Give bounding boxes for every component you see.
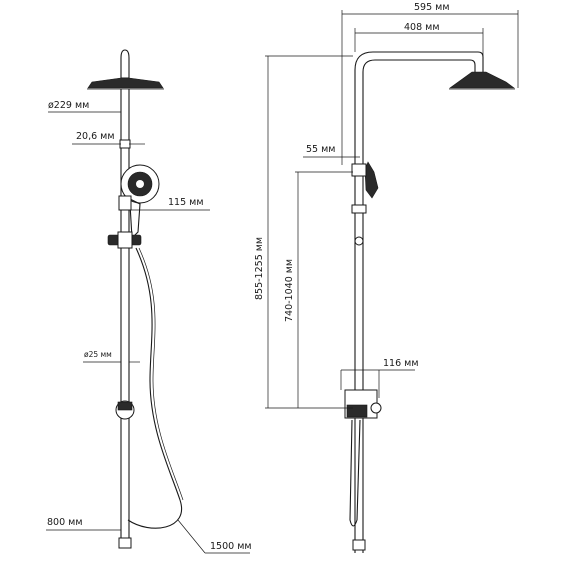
arm-reach-label: 408 мм: [404, 22, 440, 33]
side-dimensions: 595 мм 408 мм 55 мм 855-1255 мм 740-1040…: [254, 2, 519, 409]
front-hose: [127, 247, 183, 529]
lower-pipe-length-label: 800 мм: [47, 517, 83, 528]
side-shower-head: [449, 71, 515, 89]
holder-offset-label: 55 мм: [306, 144, 335, 155]
pipe-diameter-label: ø25 мм: [84, 350, 112, 359]
side-shower-arm: [354, 51, 484, 390]
arm-diameter-label: 20,6 мм: [76, 131, 115, 142]
mixer-depth-label: 116 мм: [383, 358, 419, 369]
front-shower-head: [87, 77, 164, 89]
overall-reach-label: 595 мм: [414, 2, 450, 13]
head-diameter-label: ø229 мм: [48, 100, 89, 111]
hand-shower-length-label: 115 мм: [168, 197, 204, 208]
side-hand-shower: [364, 161, 379, 199]
front-riser-top: [120, 49, 130, 79]
front-dimensions: ø229 мм 20,6 мм 115 мм ø25 мм 800 мм 150…: [46, 100, 252, 554]
holder-height-label: 740-1040 мм: [284, 259, 295, 322]
total-height-label: 855-1255 мм: [254, 237, 265, 300]
front-view: [87, 49, 184, 549]
hose-length-label: 1500 мм: [210, 541, 252, 552]
side-view: [344, 51, 515, 553]
